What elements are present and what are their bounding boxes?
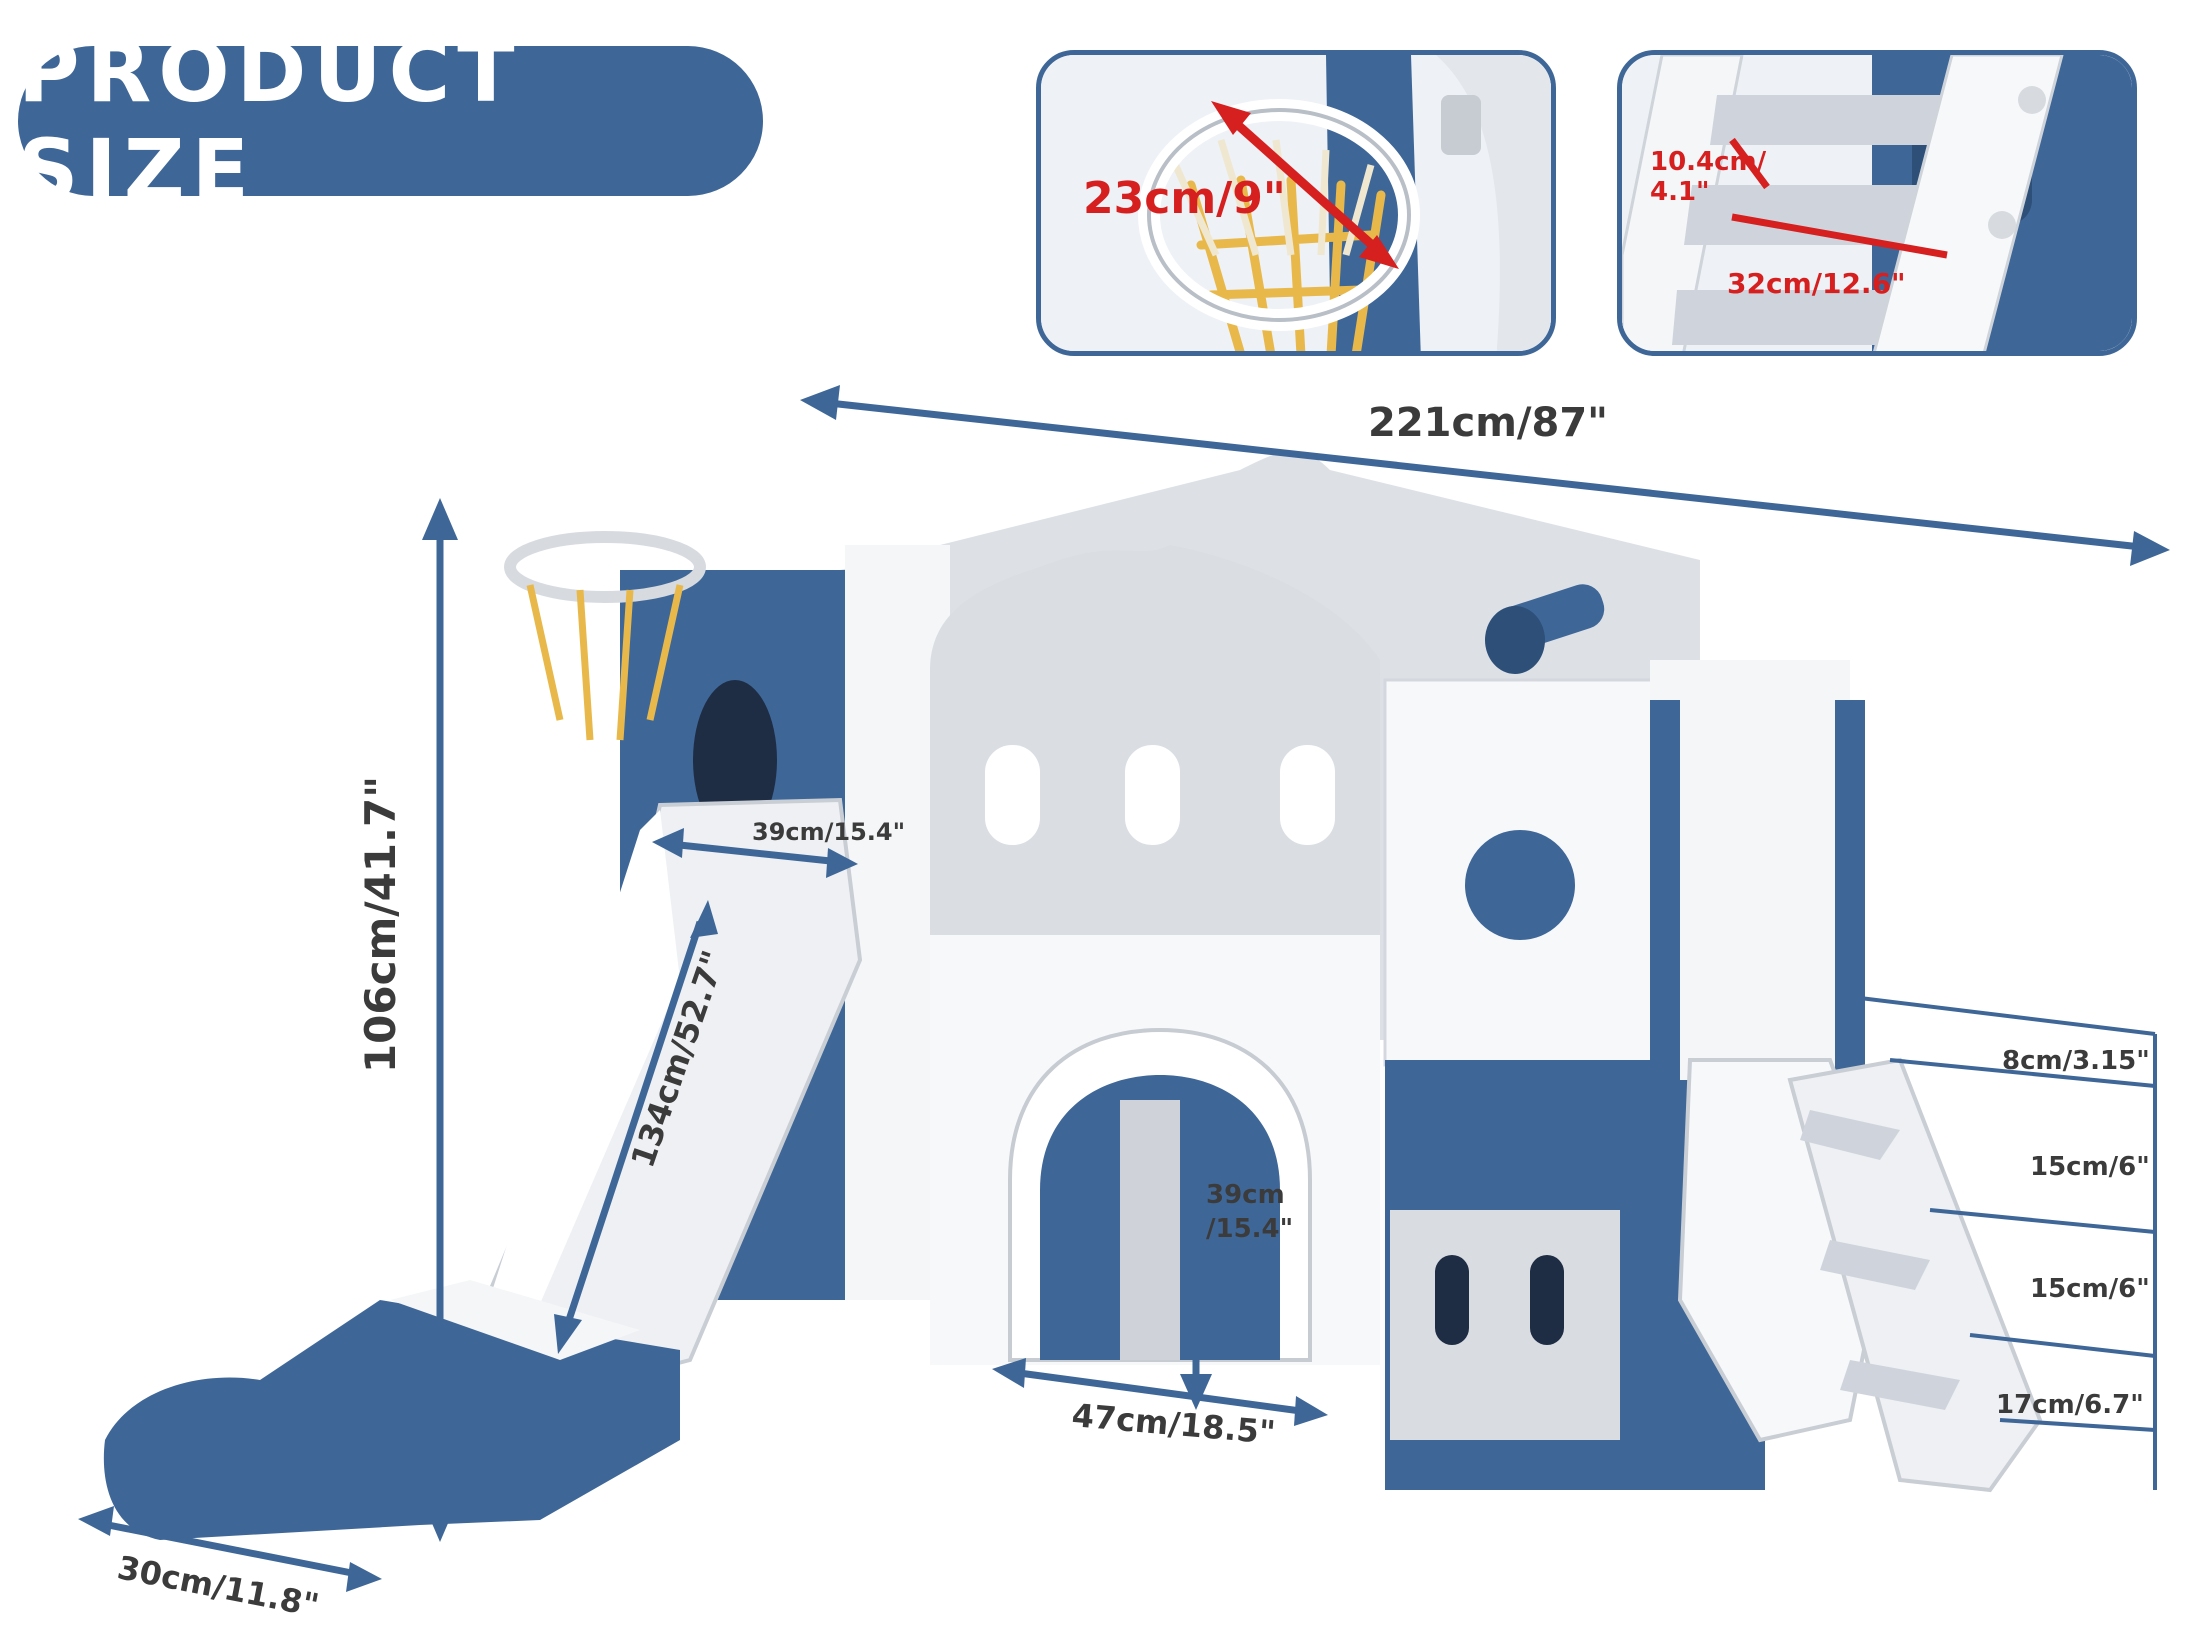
hoop-diameter-label: 23cm/9" — [1083, 173, 1286, 224]
slide-top-width-label: 39cm/15.4" — [752, 818, 906, 846]
slide-length-line — [561, 920, 704, 1334]
tunnel-width-line — [1011, 1368, 1309, 1416]
ladder-step-height-label: 10.4cm/ 4.1" — [1650, 147, 1767, 207]
overall-length-label: 221cm/87" — [1368, 400, 1608, 446]
ladder-step-bracket — [1859, 996, 2157, 1490]
ladder-step-label-3: 15cm/6" — [2030, 1274, 2150, 1304]
overall-height-label: 106cm/41.7" — [356, 775, 406, 1074]
ladder-step-arrows — [1729, 137, 1948, 259]
hoop-detail-illustration — [1041, 55, 1551, 351]
ladder-detail-inset: 10.4cm/ 4.1" 32cm/12.6" — [1617, 50, 2137, 356]
tunnel-height-label: 39cm /15.4" — [1206, 1180, 1294, 1244]
ladder-step-label-4: 17cm/6.7" — [1996, 1390, 2144, 1420]
slide-base-width-line — [97, 1519, 363, 1579]
ladder-step-label-2: 15cm/6" — [2030, 1152, 2150, 1182]
ladder-step-width-label: 32cm/12.6" — [1727, 267, 1906, 300]
ladder-step-label-1: 8cm/3.15" — [2002, 1046, 2150, 1076]
title-banner: PRODUCT SIZE — [18, 23, 763, 219]
overall-length-line — [819, 398, 2151, 552]
page-title: PRODUCT SIZE — [18, 23, 522, 219]
slide-top-width-line — [669, 840, 841, 866]
hoop-detail-inset: 23cm/9" — [1036, 50, 1556, 356]
ladder-detail-illustration — [1622, 55, 2132, 351]
hoop-diameter-arrow — [1211, 101, 1399, 269]
